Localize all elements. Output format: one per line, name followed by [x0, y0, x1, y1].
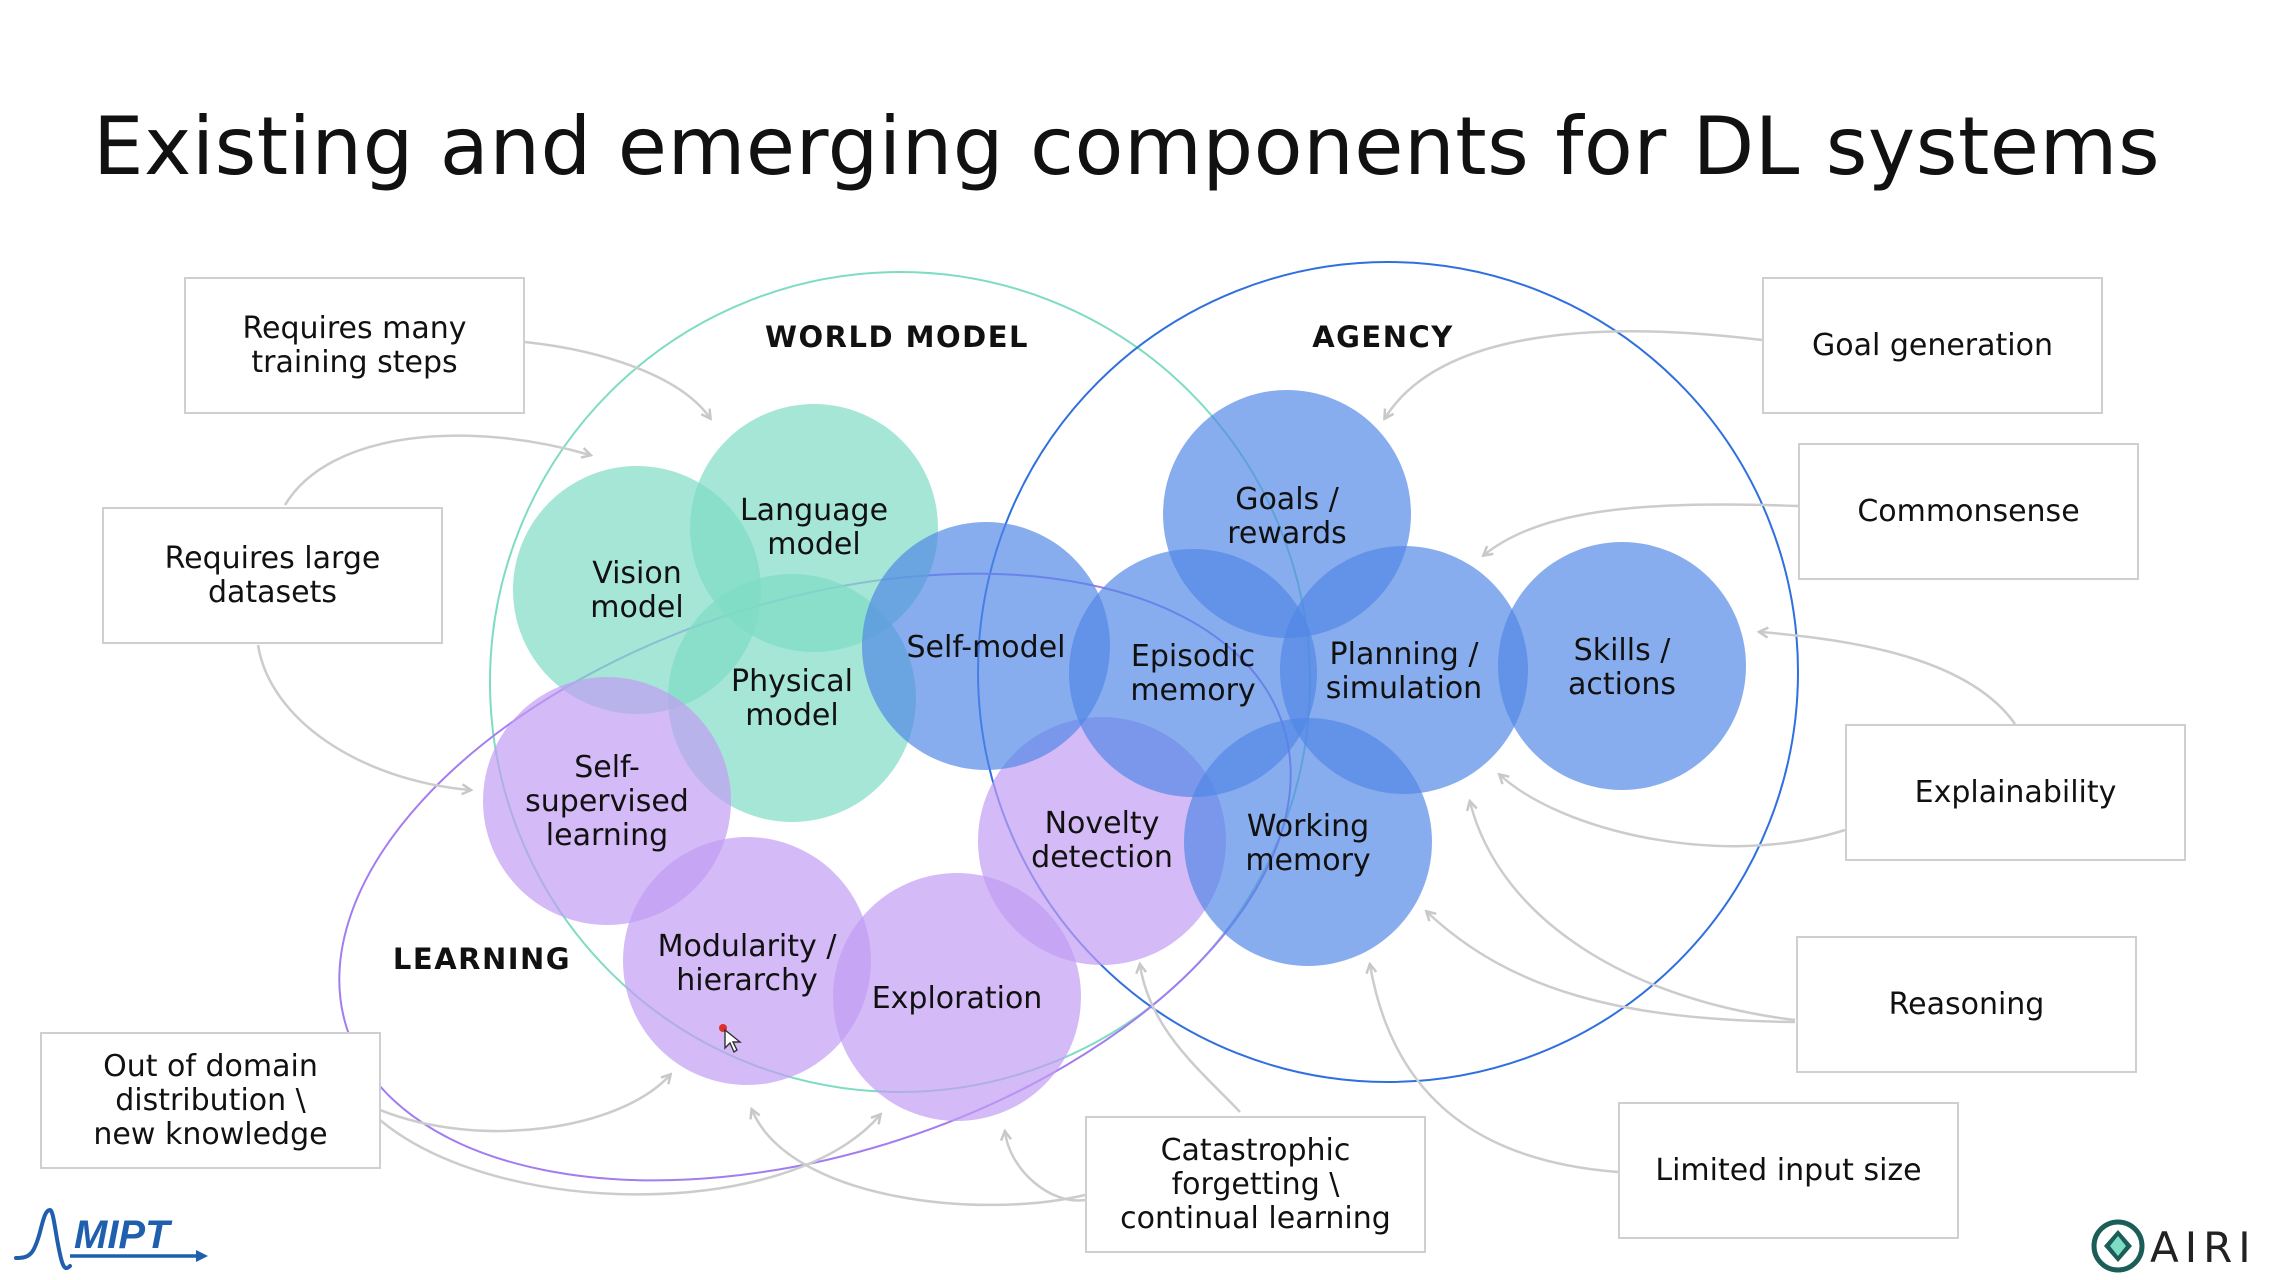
box-reasoning: Reasoning: [1796, 936, 2137, 1073]
arrow-training-steps: [524, 340, 710, 418]
modularity-hierarchy-circle: [623, 837, 871, 1085]
arrow-datasets-to-vision: [283, 434, 590, 506]
physical-model-circle: [668, 574, 916, 822]
vision-model-label: Vision model: [590, 556, 684, 625]
novelty-detection-label: Novelty detection: [1031, 806, 1173, 875]
arrow-reasoning-to-planning: [1470, 802, 1796, 1022]
arrow-reasoning-to-working: [1427, 912, 1796, 1024]
box-goal-generation: Goal generation: [1762, 277, 2103, 414]
box-explainability: Explainability: [1845, 724, 2186, 861]
arrow-ood-to-exploration: [379, 1115, 880, 1196]
section-agency-label: AGENCY: [1312, 320, 1454, 354]
self-model-label: Self-model: [906, 630, 1066, 665]
skills-actions-circle: [1498, 542, 1746, 790]
episodic-memory-label: Episodic memory: [1130, 639, 1256, 708]
arrow-datasets-to-ssl: [256, 644, 470, 790]
arrow-goal-generation: [1385, 330, 1763, 418]
box-limited-input-size: Limited input size: [1618, 1102, 1959, 1239]
goals-rewards-label: Goals / rewards: [1227, 482, 1347, 551]
mouse-cursor-icon: [719, 1024, 742, 1054]
mipt-logo: MIPT: [14, 1207, 208, 1271]
planning-simulation-label: Planning / simulation: [1325, 637, 1483, 706]
arrow-input-size: [1370, 965, 1619, 1174]
exploration-label: Exploration: [871, 981, 1043, 1016]
box-requires-many-training-steps: Requires many training steps: [184, 277, 525, 414]
airi-logo: AIRI: [2091, 1219, 2257, 1273]
working-memory-circle: [1184, 718, 1432, 966]
arrow-explainability-to-skills: [1760, 632, 2017, 725]
self-supervised-learning-label: Self- supervised learning: [525, 750, 689, 853]
slide-title: Existing and emerging components for DL …: [93, 100, 2161, 193]
mipt-logo-text: MIPT: [74, 1213, 173, 1257]
airi-logo-text: AIRI: [2150, 1223, 2257, 1272]
box-requires-large-datasets: Requires large datasets: [102, 507, 443, 644]
skills-actions-label: Skills / actions: [1568, 633, 1676, 702]
self-model-circle: [862, 522, 1110, 770]
box-commonsense: Commonsense: [1798, 443, 2139, 580]
language-model-label: Language model: [739, 493, 889, 562]
arrow-commonsense: [1484, 503, 1799, 555]
arrow-explainability-to-planning: [1500, 775, 1846, 848]
section-world-model-label: WORLD MODEL: [765, 320, 1029, 354]
physical-model-label: Physical model: [730, 664, 854, 733]
exploration-circle: [833, 873, 1081, 1121]
box-out-of-domain: Out of domain distribution \ new knowled…: [40, 1032, 381, 1169]
working-memory-label: Working memory: [1245, 809, 1371, 878]
arrow-forgetting-to-exploration: [1005, 1132, 1086, 1202]
arrow-forgetting-to-modularity: [752, 1110, 1086, 1207]
self-supervised-learning-circle: [483, 677, 731, 925]
section-learning-label: LEARNING: [392, 942, 572, 976]
box-catastrophic-forgetting: Catastrophic forgetting \ continual lear…: [1085, 1116, 1426, 1253]
modularity-hierarchy-label: Modularity / hierarchy: [657, 929, 837, 998]
arrow-forgetting-to-novelty: [1140, 965, 1241, 1113]
arrow-ood-to-modularity: [379, 1075, 670, 1133]
